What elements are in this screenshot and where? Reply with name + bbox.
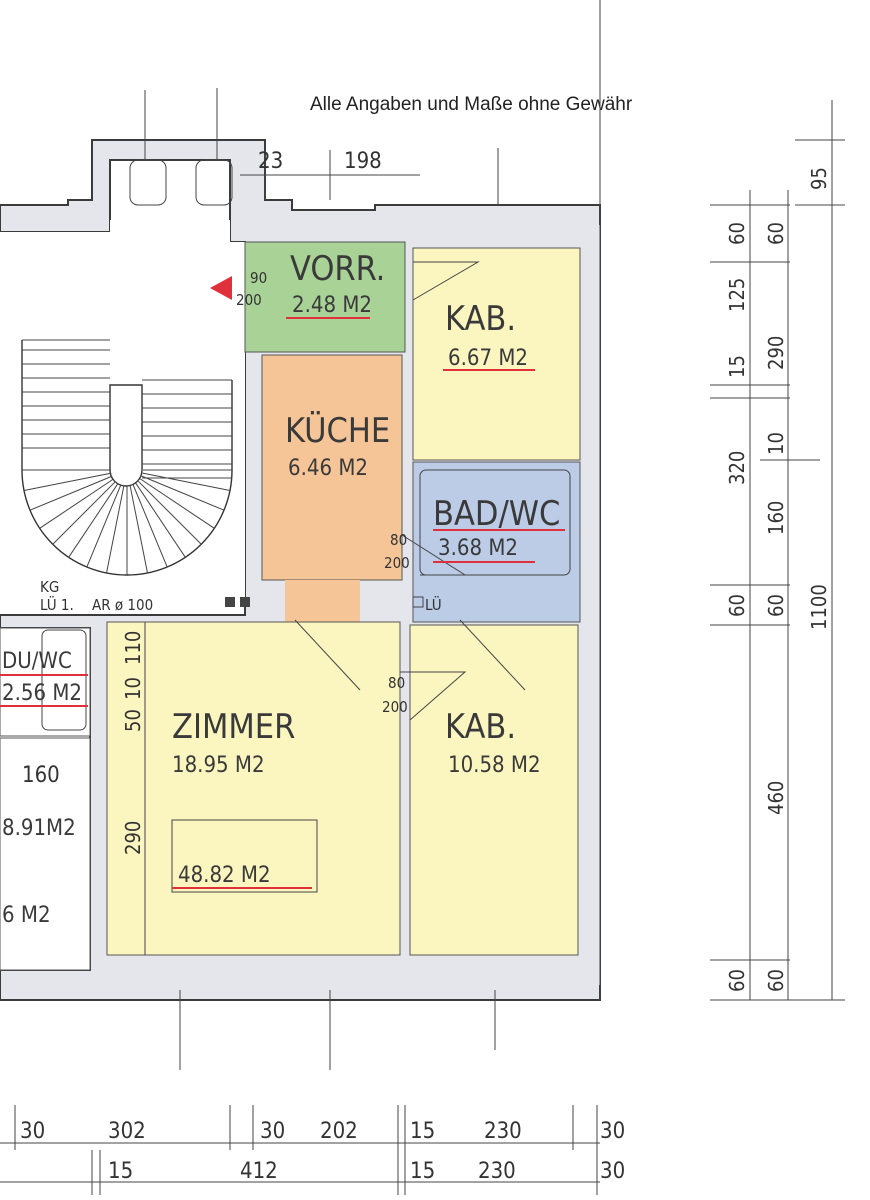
entry-door-height: 200 <box>236 291 262 309</box>
dim-bottom-2-4: 30 <box>600 1159 625 1184</box>
zimmer-door-height: 200 <box>382 698 408 716</box>
dim-right-2-3: 160 <box>764 501 788 535</box>
stair-label-ar: AR ø 100 <box>92 596 153 614</box>
dim-bottom-1-0: 30 <box>20 1119 45 1144</box>
dim-left-2: 50 <box>121 709 145 732</box>
entry-arrow-icon <box>210 276 232 300</box>
neighbor-area-a: 8.91M2 <box>2 816 76 841</box>
room-kueche-name: KÜCHE <box>285 410 390 451</box>
stair-labels: KG LÜ 1. AR ø 100 LÜ <box>40 578 442 614</box>
room-neighbor <box>0 737 91 971</box>
dim-right-3-1: 1100 <box>807 584 831 630</box>
room-labels: VORR. 2.48 M2 KAB. 6.67 M2 KÜCHE 6.46 M2… <box>2 249 560 928</box>
room-duwc <box>0 627 91 737</box>
dim-bottom-2-1: 412 <box>240 1159 278 1184</box>
room-bad <box>412 461 581 623</box>
room-vorr-area: 2.48 M2 <box>292 293 372 318</box>
dim-bottom-1-4: 15 <box>410 1119 435 1144</box>
kueche-door-width: 80 <box>390 531 407 549</box>
dim-right-1-1: 125 <box>725 278 749 312</box>
room-kab-bottom-name: KAB. <box>445 707 516 747</box>
room-zimmer-name: ZIMMER <box>172 707 295 747</box>
room-zimmer <box>106 621 401 956</box>
area-underlines <box>0 317 565 889</box>
dim-right-3-0: 95 <box>807 167 831 190</box>
dim-bottom-1-2: 30 <box>260 1119 285 1144</box>
room-kab-bottom <box>409 624 579 956</box>
dim-right-1-2: 15 <box>725 355 749 378</box>
dims-right: 60 125 15 320 60 60 60 290 10 160 60 460 60 95 1100 <box>710 100 845 1001</box>
room-duwc-area: 2.56 M2 <box>2 681 82 706</box>
stair-label-kg: KG <box>40 578 59 596</box>
rooms <box>0 241 581 971</box>
dim-bottom-1-5: 230 <box>484 1119 522 1144</box>
dim-bottom-1-1: 302 <box>108 1119 146 1144</box>
dim-right-2-4: 60 <box>764 594 788 617</box>
neighbor-area-b: 6 M2 <box>2 903 51 928</box>
total-area: 48.82 M2 <box>178 863 271 888</box>
dim-left-0: 110 <box>121 631 145 665</box>
dim-right-1-5: 60 <box>725 969 749 992</box>
room-duwc-name: DU/WC <box>2 649 72 674</box>
dim-right-2-5: 460 <box>764 781 788 815</box>
dim-top-a: 23 <box>258 149 283 174</box>
dim-bottom-2-3: 230 <box>478 1159 516 1184</box>
room-kab-bottom-area: 10.58 M2 <box>448 753 541 778</box>
dims-left-inner: 110 10 50 290 <box>121 622 146 955</box>
dim-right-2-6: 60 <box>764 969 788 992</box>
fixtures <box>41 159 571 893</box>
kueche-door-height: 200 <box>384 554 410 572</box>
room-kab-top-name: KAB. <box>445 299 516 339</box>
staircase <box>21 339 233 576</box>
room-zimmer-area: 18.95 M2 <box>172 753 265 778</box>
neighbor-dim: 160 <box>22 763 60 788</box>
dim-top-b: 198 <box>344 149 382 174</box>
room-bad-name: BAD/WC <box>433 494 560 534</box>
dim-right-2-2: 10 <box>764 432 788 455</box>
dim-left-1: 10 <box>121 677 145 700</box>
entry-door-width: 90 <box>250 269 267 287</box>
dims-bottom: 30 302 30 202 15 230 30 15 412 15 230 30 <box>0 990 625 1195</box>
dim-bottom-2-2: 15 <box>410 1159 435 1184</box>
door-labels: 90 200 80 200 80 200 <box>236 269 410 716</box>
room-kab-top-area: 6.67 M2 <box>448 346 528 371</box>
dim-right-1-0: 60 <box>725 222 749 245</box>
disclaimer-text: Alle Angaben und Maße ohne Gewähr <box>310 94 633 115</box>
room-vorr <box>244 241 406 353</box>
room-kueche-area: 6.46 M2 <box>288 456 368 481</box>
dim-bottom-1-6: 30 <box>600 1119 625 1144</box>
dim-bottom-1-3: 202 <box>320 1119 358 1144</box>
dim-right-1-3: 320 <box>725 451 749 485</box>
stair-label-lue2: LÜ <box>425 595 442 614</box>
dim-right-2-1: 290 <box>764 336 788 370</box>
room-kueche-passage <box>285 580 360 622</box>
room-bad-area: 3.68 M2 <box>438 536 518 561</box>
dims-top: 23 198 <box>144 0 601 1000</box>
room-vorr-name: VORR. <box>290 249 385 289</box>
dim-left-3: 290 <box>121 821 145 855</box>
door-swings <box>294 261 526 721</box>
zimmer-door-width: 80 <box>388 674 405 692</box>
stair-label-lue1: LÜ 1. <box>40 595 74 614</box>
room-kueche <box>261 354 403 581</box>
dim-right-1-4: 60 <box>725 594 749 617</box>
dim-bottom-2-0: 15 <box>108 1159 133 1184</box>
dim-right-2-0: 60 <box>764 222 788 245</box>
